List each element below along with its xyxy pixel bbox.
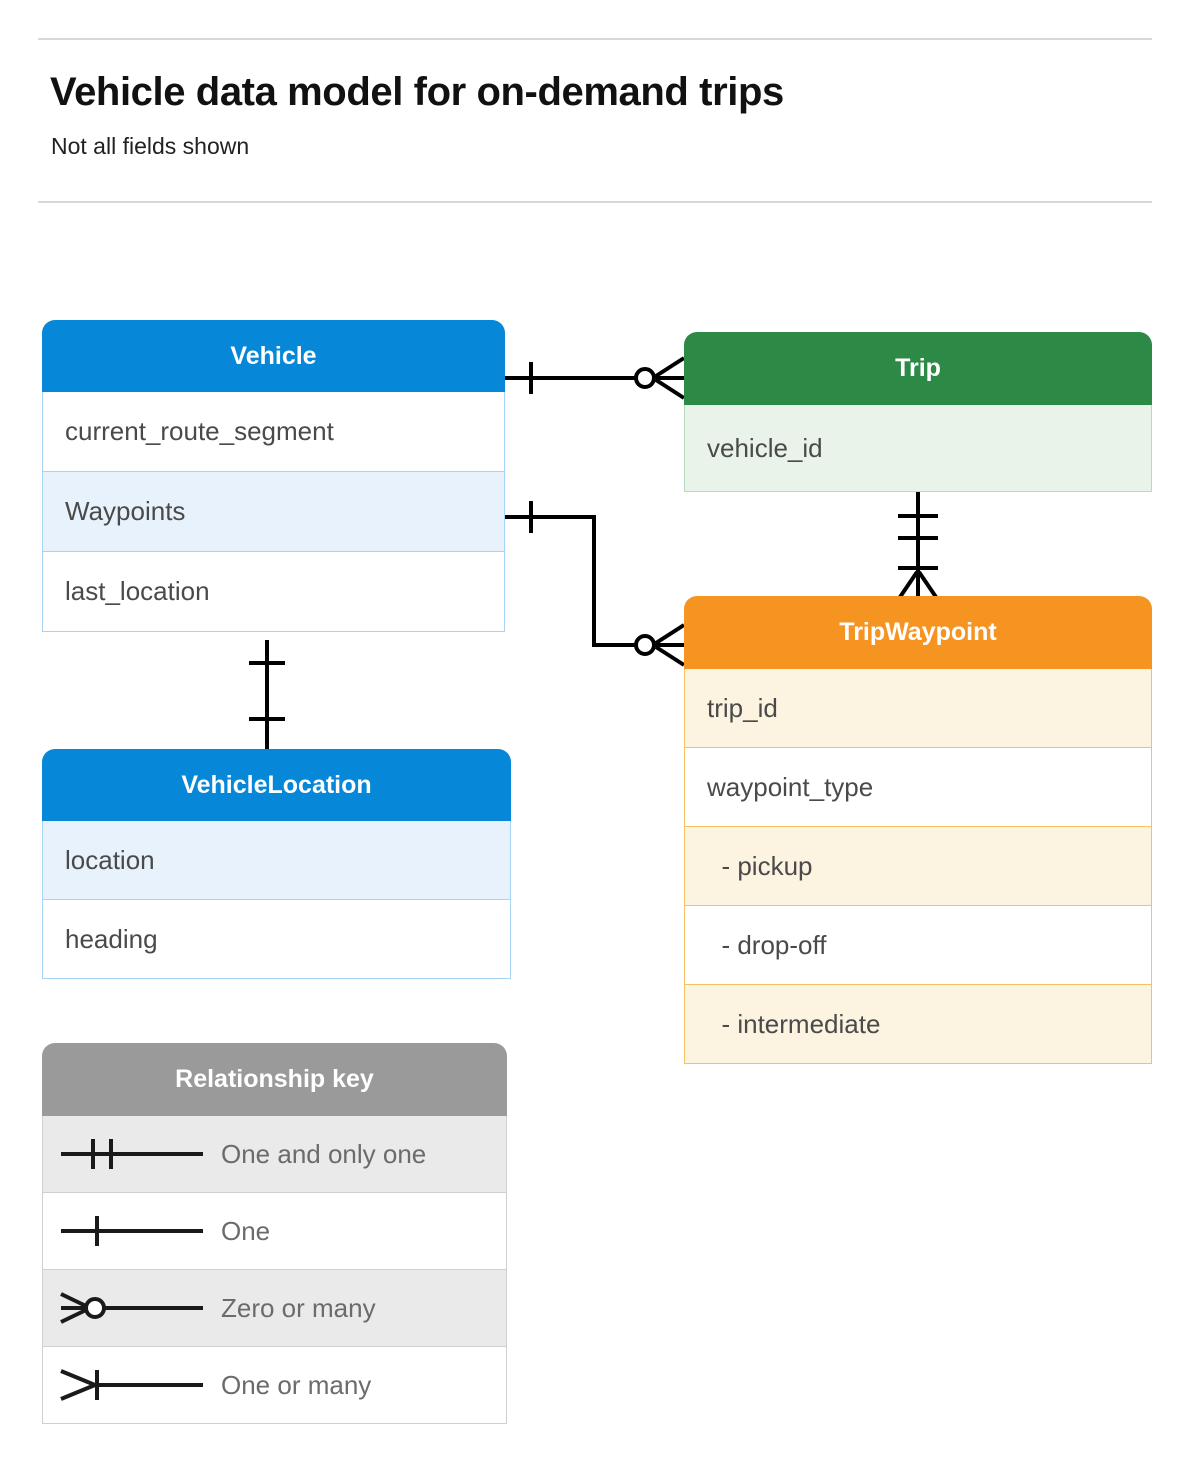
legend-item-label: Zero or many — [221, 1292, 376, 1323]
entity-vehiclelocation[interactable]: VehicleLocation location heading — [42, 749, 511, 979]
entity-vehicle[interactable]: Vehicle current_route_segment Waypoints … — [42, 320, 505, 632]
connector-waypoints-tripwaypoint — [505, 515, 636, 647]
legend-item-label: One — [221, 1215, 271, 1246]
zero-or-many-icon — [43, 1288, 221, 1328]
header-divider-top — [38, 38, 1152, 40]
legend-item-one-and-only-one: One and only one — [42, 1116, 507, 1193]
legend-item-label: One or many — [221, 1369, 372, 1400]
legend-title: Relationship key — [42, 1043, 507, 1116]
legend-item-one: One — [42, 1193, 507, 1270]
entity-vehiclelocation-title: VehicleLocation — [42, 749, 511, 821]
entity-tripwaypoint-value-intermediate[interactable]: - intermediate — [684, 985, 1152, 1064]
header-divider-bottom — [38, 201, 1152, 203]
entity-vehicle-title: Vehicle — [42, 320, 505, 392]
entity-tripwaypoint-value-drop-off[interactable]: - drop-off — [684, 906, 1152, 985]
entity-tripwaypoint-field-trip-id[interactable]: trip_id — [684, 669, 1152, 748]
one-or-many-icon — [43, 1365, 221, 1405]
one-and-only-one-icon — [43, 1134, 221, 1174]
relationship-key-legend: Relationship key One and only one One — [42, 1043, 507, 1424]
entity-vehicle-field-current-route-segment[interactable]: current_route_segment — [42, 392, 505, 472]
legend-item-label: One and only one — [221, 1138, 427, 1169]
entity-tripwaypoint[interactable]: TripWaypoint trip_id waypoint_type - pic… — [684, 596, 1152, 1064]
entity-tripwaypoint-value-pickup[interactable]: - pickup — [684, 827, 1152, 906]
entity-vehicle-field-last-location[interactable]: last_location — [42, 552, 505, 632]
page-title: Vehicle data model for on-demand trips — [50, 70, 784, 114]
entity-trip[interactable]: Trip vehicle_id — [684, 332, 1152, 492]
entity-trip-title: Trip — [684, 332, 1152, 405]
entity-vehiclelocation-field-heading[interactable]: heading — [42, 900, 511, 979]
entity-vehicle-field-waypoints[interactable]: Waypoints — [42, 472, 505, 552]
page-subtitle: Not all fields shown — [51, 133, 250, 159]
legend-item-zero-or-many: Zero or many — [42, 1270, 507, 1347]
legend-item-one-or-many: One or many — [42, 1347, 507, 1424]
one-icon — [43, 1211, 221, 1251]
entity-tripwaypoint-field-waypoint-type[interactable]: waypoint_type — [684, 748, 1152, 827]
entity-vehiclelocation-field-location[interactable]: location — [42, 821, 511, 900]
entity-trip-field-vehicle-id[interactable]: vehicle_id — [684, 405, 1152, 492]
entity-tripwaypoint-title: TripWaypoint — [684, 596, 1152, 669]
